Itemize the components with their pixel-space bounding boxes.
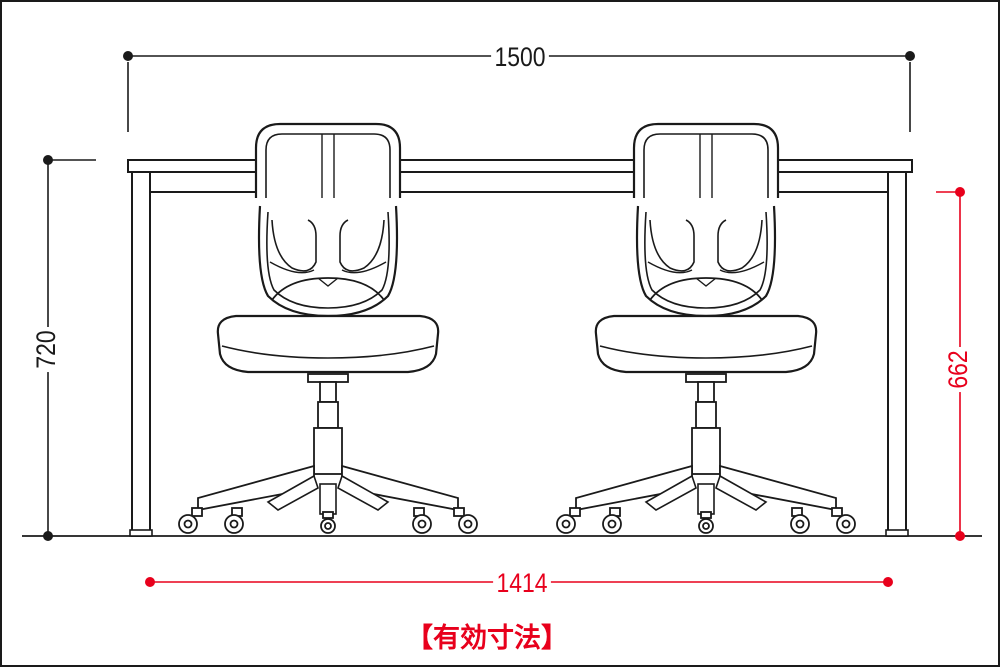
label-width-overall: 1500 xyxy=(491,44,549,71)
label-height-effective: 662 xyxy=(943,346,973,393)
chair-left xyxy=(177,122,479,535)
label-height-overall: 720 xyxy=(31,326,61,373)
chair-right xyxy=(555,122,857,535)
effective-dimensions-note: 【有効寸法】 xyxy=(406,623,568,654)
label-width-effective: 1414 xyxy=(493,570,551,597)
